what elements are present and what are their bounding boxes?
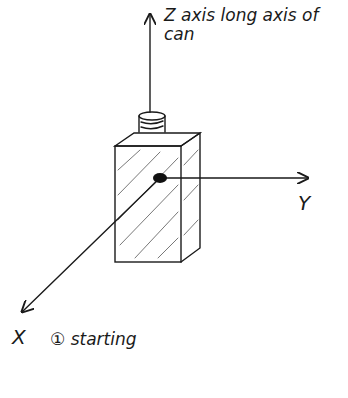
axis-label: Y [298,192,310,214]
y-axis [160,177,308,178]
axis-note: Z axis long axis of can [164,6,339,43]
can-top [115,133,200,146]
origin-dot [153,173,167,183]
can-side [181,133,200,262]
step-note: ① starting [50,330,137,349]
can-front [115,146,181,262]
axis-label: X [12,326,26,348]
z-axis [149,14,150,112]
can-cap [139,112,165,120]
x-axis [22,178,160,312]
